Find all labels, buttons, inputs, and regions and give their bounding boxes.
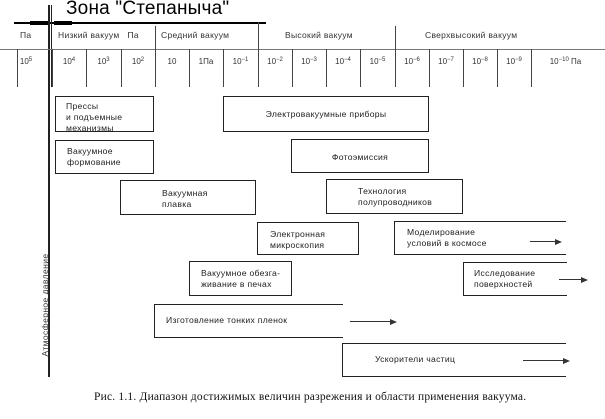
scale-label: 10−10 Па — [549, 57, 582, 66]
range-ultra-high-vacuum: Сверхвысокий вакуум — [425, 30, 518, 40]
application-box: Электровакуумные приборы — [223, 96, 429, 132]
scale-tick — [497, 49, 498, 87]
unit-cell: Па — [20, 30, 32, 40]
scale-tick — [155, 49, 156, 87]
scale-tick — [52, 49, 53, 87]
application-label: Вакуумное обезга- живание в печах — [201, 268, 281, 289]
application-label: Электронная микроскопия — [270, 229, 326, 250]
zone-title: Зона "Степаныча" — [66, 0, 230, 19]
range-separator — [258, 22, 259, 50]
application-label: Изготовление тонких пленок — [166, 315, 288, 325]
scale-label: 10−1 — [232, 57, 249, 66]
scale-label: 10−3 — [301, 57, 317, 66]
application-label: Вакуумное формование — [67, 146, 121, 167]
scale-tick — [258, 49, 259, 87]
scale-label: 10−7 — [438, 57, 454, 66]
application-box: Электронная микроскопия — [257, 222, 359, 255]
scale-tick — [463, 49, 464, 87]
zone-marker-line — [14, 22, 266, 24]
application-box: Изготовление тонких пленок — [154, 304, 397, 338]
range-separator — [395, 26, 396, 50]
atmospheric-axis-line-1 — [48, 5, 50, 377]
application-label: Моделирование условий в космосе — [407, 227, 487, 248]
continues-arrow-icon — [350, 318, 397, 325]
scale-label: 10−6 — [404, 57, 420, 66]
application-box: Вакуумное формование — [55, 140, 154, 174]
atmospheric-axis-line-2 — [51, 5, 52, 87]
application-label: Исследование поверхностей — [474, 268, 536, 289]
scale-label: 10−4 — [335, 57, 351, 66]
scale-label: 1Па — [198, 57, 214, 66]
scale-tick — [429, 49, 430, 87]
scale-tick — [292, 49, 293, 87]
scale-label: 103 — [97, 57, 110, 66]
application-box: Моделирование условий в космосе — [394, 221, 566, 255]
scale-label: 10 — [167, 57, 177, 66]
scale-tick — [223, 49, 224, 87]
application-box: Вакуумное обезга- живание в печах — [189, 261, 292, 296]
application-label: Электровакуумные приборы — [265, 109, 387, 119]
scale-label: 10−8 — [472, 57, 488, 66]
atmospheric-pressure-label: Атмосферное давление — [40, 253, 50, 357]
application-label: Вакуумная плавка — [162, 188, 208, 209]
range-separator — [155, 26, 156, 50]
application-box: Вакуумная плавка — [120, 180, 256, 215]
scale-tick — [531, 49, 532, 87]
scale-label: 102 — [131, 57, 145, 66]
continues-arrow-icon — [559, 276, 588, 283]
scale-tick — [17, 49, 18, 87]
scale-tick — [121, 49, 122, 87]
application-label: Фотоэмиссия — [331, 152, 389, 162]
scale-tick — [86, 49, 87, 87]
zone-marker-right-tab — [54, 21, 72, 25]
scale-tick — [189, 49, 190, 87]
range-low-vacuum: Низкий вакуум Па — [58, 30, 139, 40]
scale-tick — [395, 49, 396, 87]
scale-label: 104 — [62, 57, 76, 66]
application-box: Фотоэмиссия — [291, 139, 429, 173]
application-label: Прессы и подъемные механизмы — [66, 101, 123, 133]
scale-label: 10−2 — [267, 57, 283, 66]
application-box: Технология полупроводников — [326, 179, 463, 214]
range-medium-vacuum: Средний вакуум — [161, 30, 230, 40]
figure-caption: Рис. 1.1. Диапазон достижимых величин ра… — [94, 391, 527, 403]
scale-tick — [326, 49, 327, 87]
application-box: Ускорители частиц — [342, 343, 570, 377]
header-divider — [0, 49, 605, 50]
scale-tick — [360, 49, 361, 87]
scale-label: 10−5 — [369, 57, 386, 66]
application-label: Ускорители частиц — [375, 354, 456, 364]
application-label: Технология полупроводников — [358, 186, 433, 207]
application-box: Прессы и подъемные механизмы — [55, 96, 154, 133]
scale-label: 105 — [19, 57, 33, 66]
continues-arrow-icon — [523, 357, 570, 364]
scale-label: 10−9 — [506, 57, 522, 66]
range-high-vacuum: Высокий вакуум — [285, 30, 353, 40]
zone-marker-left-tab — [30, 21, 48, 25]
continues-arrow-icon — [530, 238, 562, 245]
application-box: Исследование поверхностей — [463, 262, 588, 296]
